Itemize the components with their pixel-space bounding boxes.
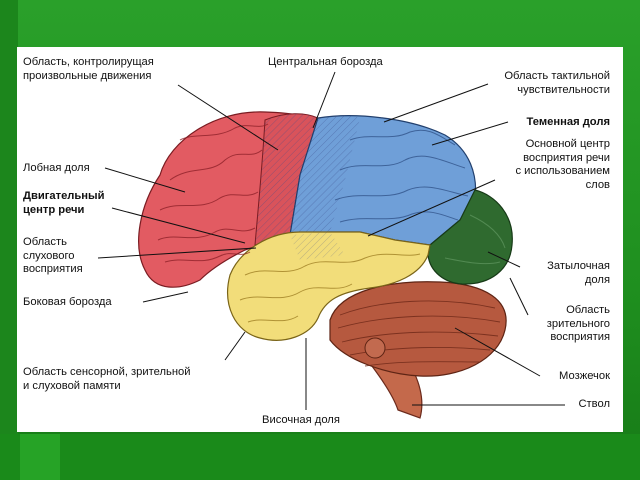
parietal-gyri [334, 129, 469, 223]
left-stripe [0, 0, 18, 480]
occipital-gyri [444, 214, 506, 265]
label-parietal-lobe: Теменная доля [526, 116, 610, 128]
bottom-left-block [20, 434, 60, 480]
frontal-gyri [157, 123, 269, 263]
label-frontal-lobe: Лобная доля [23, 162, 90, 174]
temporal-lobe-shape [227, 231, 431, 341]
temporal-gyri [239, 253, 421, 323]
label-cerebellum: Мозжечок [559, 370, 610, 382]
occipital-lobe-shape [427, 189, 513, 285]
bottom-band [0, 434, 640, 480]
label-central-sulcus: Центральная борозда [268, 56, 383, 68]
label-temporal-lobe: Височная доля [262, 414, 340, 426]
label-brainstem: Ствол [578, 398, 610, 410]
cerebellum-folds [337, 300, 501, 367]
label-lateral-sulcus: Боковая борозда [23, 296, 112, 308]
leader-lines [97, 71, 565, 410]
